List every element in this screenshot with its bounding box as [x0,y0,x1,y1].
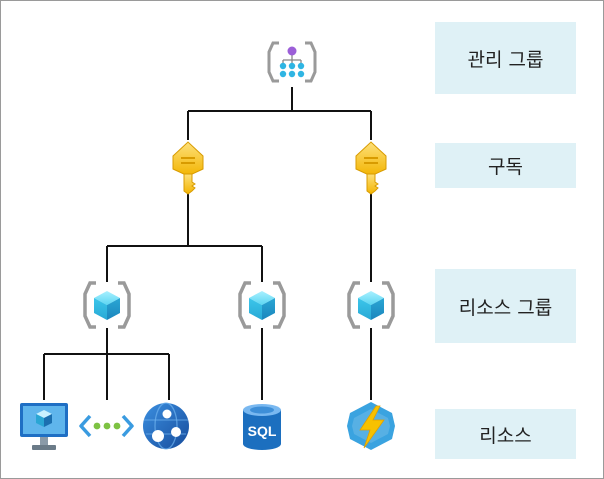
subscription-key-icon [355,141,387,195]
sql-label: SQL [248,423,277,439]
level-label-resource: 리소스 [435,409,576,459]
level-label-management-group: 관리 그룹 [435,22,576,94]
management-group-icon [267,41,317,83]
virtual-network-icon [79,414,134,438]
sql-database-icon: SQL [243,404,281,450]
virtual-machine-icon [20,403,68,450]
resource-group-icon [83,281,131,329]
resource-group-icon [347,281,395,329]
level-label-subscription: 구독 [435,143,576,188]
level-label-resource-group: 리소스 그룹 [435,269,576,343]
resource-group-icon [238,281,286,329]
web-app-icon [143,402,189,450]
function-app-icon [347,402,395,450]
connector-lines [43,87,372,400]
subscription-key-icon [172,141,204,195]
